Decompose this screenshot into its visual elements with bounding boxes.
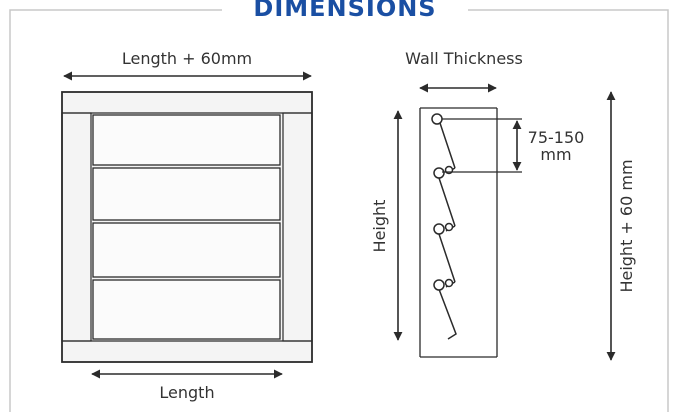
louver-blade [92, 114, 281, 166]
height-label: Height [370, 200, 389, 253]
outer-border [9, 9, 669, 412]
louver-blade [92, 222, 281, 278]
right-stile [282, 112, 313, 342]
length-plus-label: Length + 60mm [122, 49, 252, 68]
wall-section [419, 107, 498, 358]
louver-blade [92, 167, 281, 221]
louver-profile [431, 113, 457, 340]
front-view [61, 91, 313, 363]
diagram-title: DIMENSIONS [253, 0, 436, 22]
spacing-dimension [442, 118, 522, 173]
length-label: Length [159, 383, 214, 402]
height-plus-label: Height + 60 mm [617, 159, 636, 292]
spacing-value-label: 75-150 [528, 128, 585, 147]
wall-thickness-label: Wall Thickness [405, 49, 523, 68]
louver-blade [92, 279, 281, 340]
left-stile [61, 112, 92, 342]
spacing-unit-label: mm [540, 145, 571, 164]
